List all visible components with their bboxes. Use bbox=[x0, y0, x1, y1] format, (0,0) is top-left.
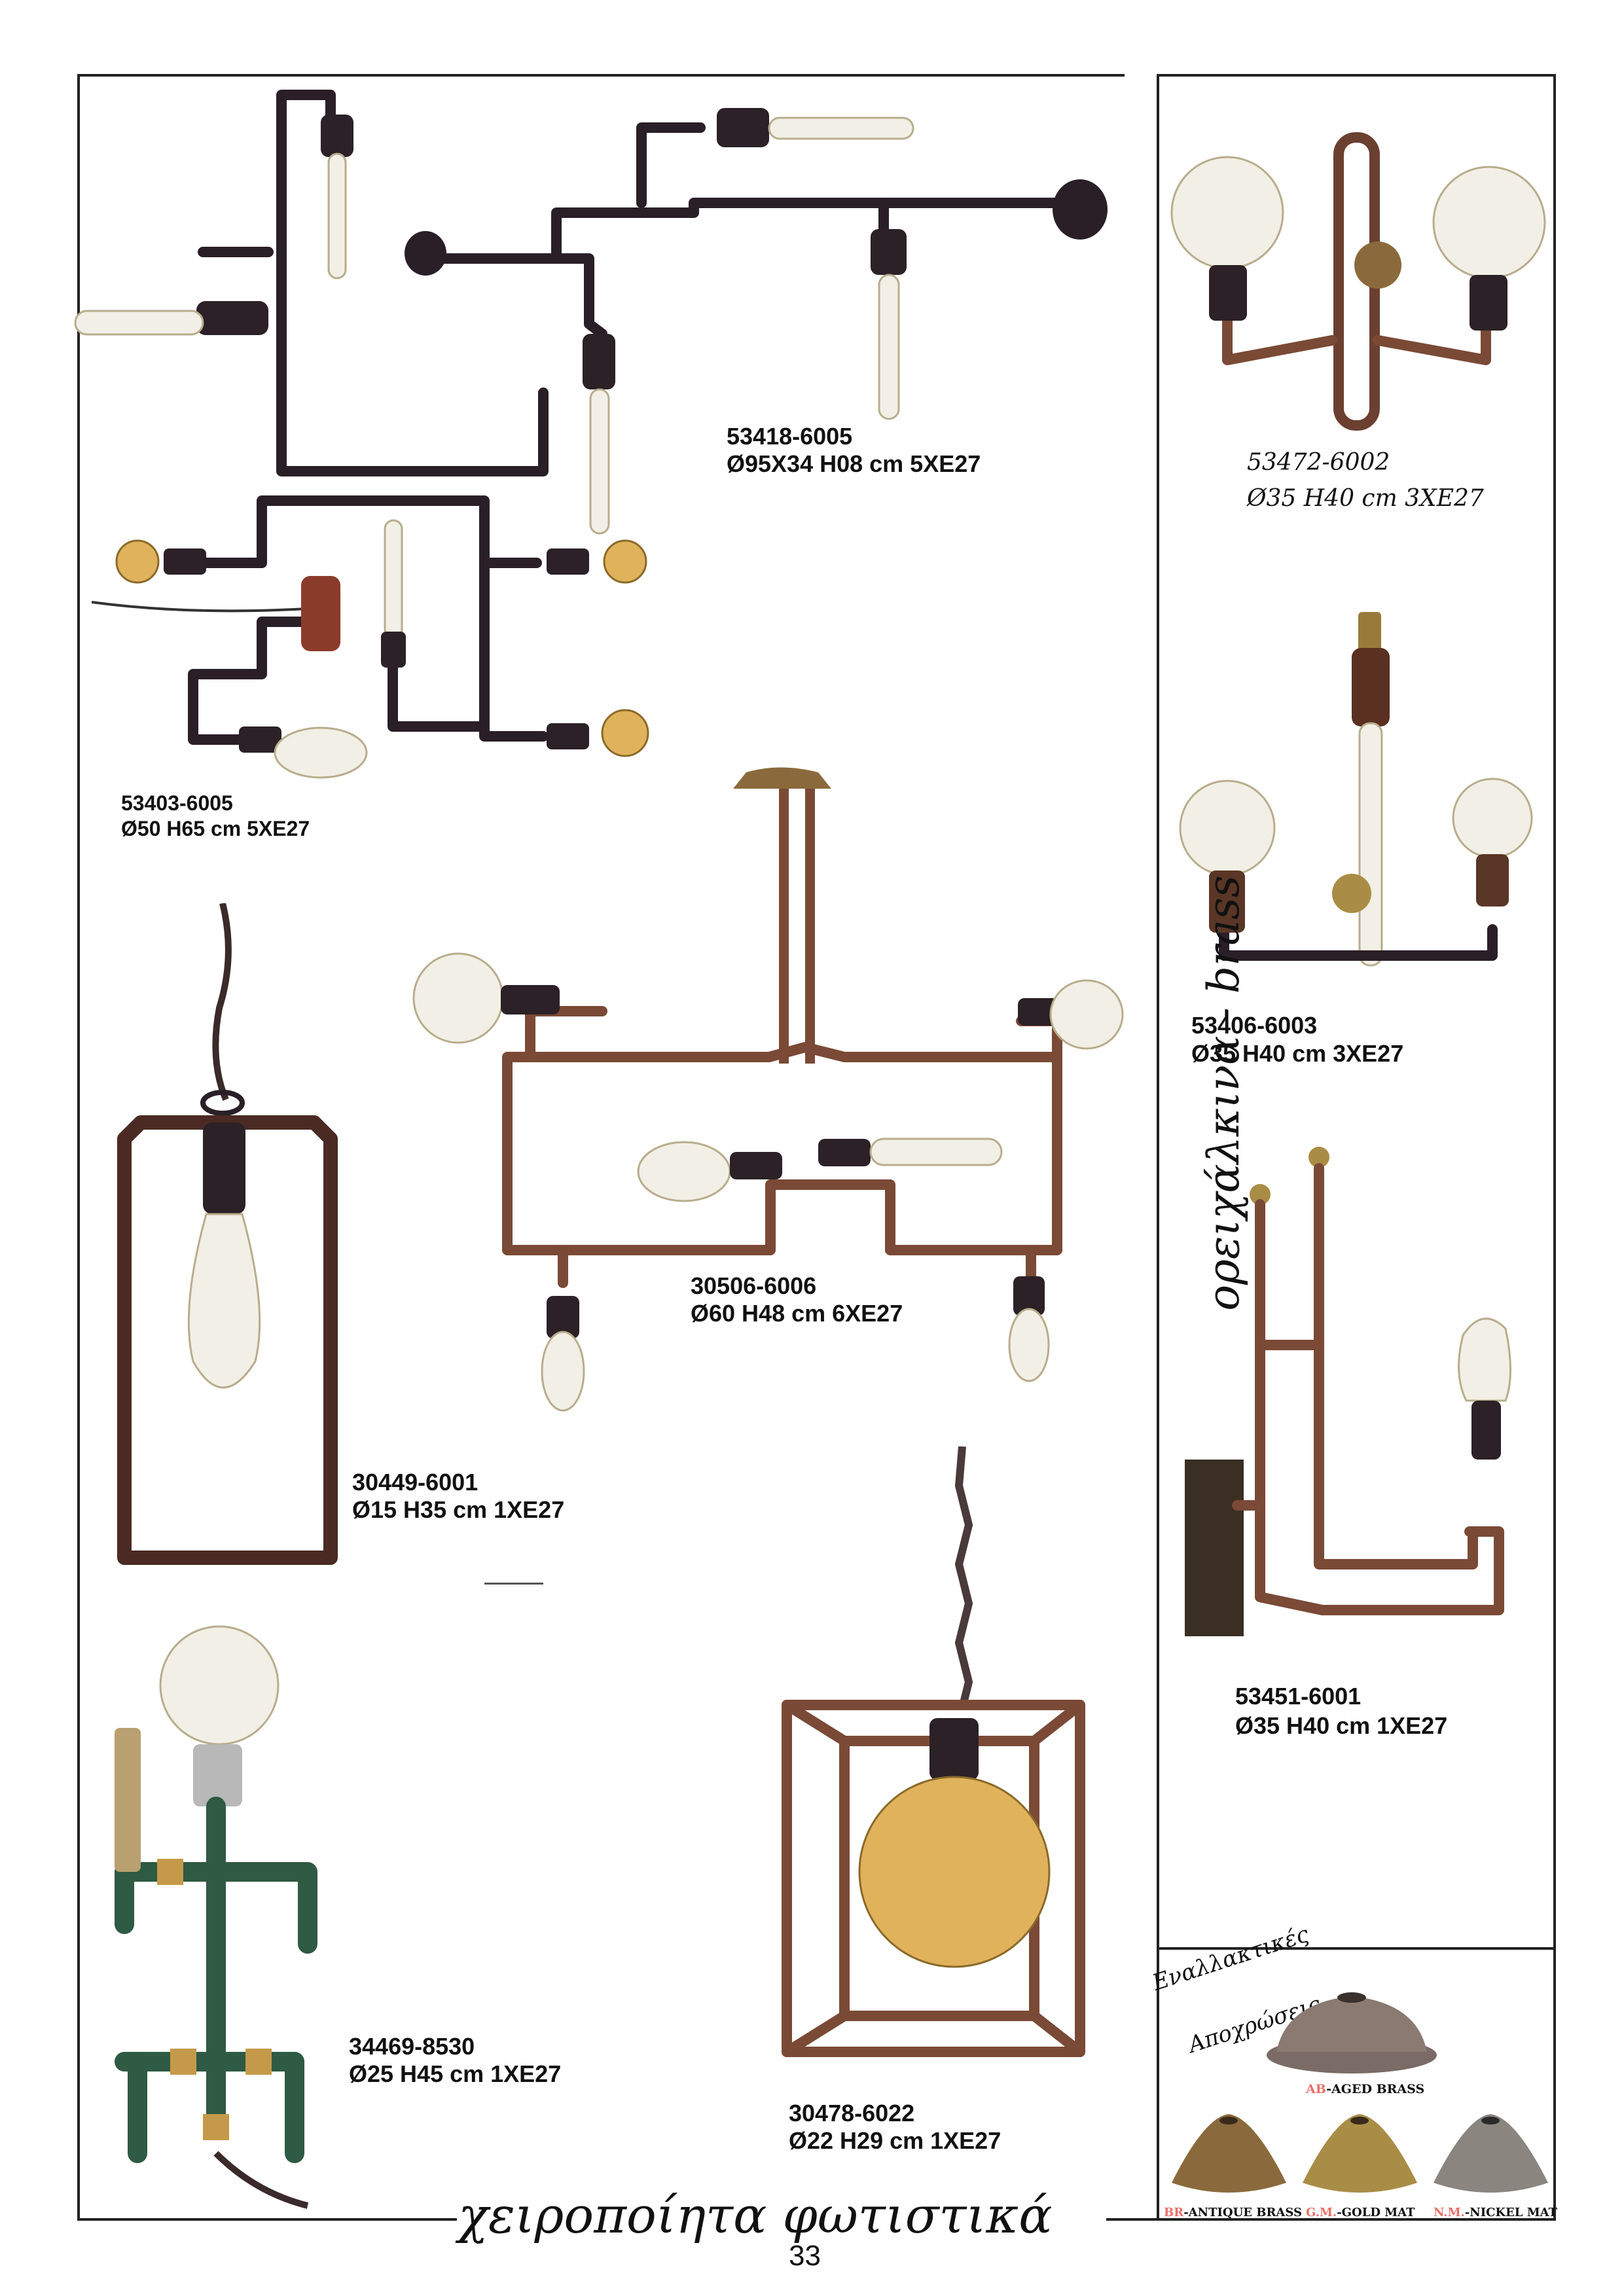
gold-mat-swatch bbox=[1303, 2114, 1417, 2193]
finish-abbr: BR bbox=[1164, 2206, 1184, 2219]
product-code: 53472-6002 bbox=[1247, 449, 1390, 476]
footer-title: χειροποίητα φωτιστικά bbox=[458, 2186, 1053, 2244]
lamp-34469-image bbox=[115, 1625, 317, 2209]
bottom-rule bbox=[77, 2218, 457, 2221]
small-dash bbox=[484, 1583, 543, 1585]
finish-label-gold-mat: G.M.-GOLD MAT bbox=[1306, 2206, 1415, 2220]
nickel-mat-swatch bbox=[1434, 2114, 1548, 2193]
aged-brass-swatch bbox=[1267, 1992, 1437, 2073]
lamp-53406-image bbox=[1179, 612, 1533, 967]
product-code: 30506-6006 bbox=[691, 1272, 817, 1299]
finish-label-aged-brass: AB-AGED BRASS bbox=[1306, 2081, 1424, 2097]
product-code: 53418-6005 bbox=[727, 423, 853, 450]
product-code: 34469-8530 bbox=[349, 2033, 475, 2060]
lamp-30449-image bbox=[117, 903, 338, 1565]
finishes-panel-frame bbox=[1157, 1947, 1556, 2221]
lamp-30478-image bbox=[782, 1446, 1085, 2057]
lamp-53418-image bbox=[74, 90, 1108, 535]
main-panel-frame bbox=[77, 74, 1125, 2221]
finish-abbr: N.M. bbox=[1434, 2206, 1465, 2219]
antique-brass-swatch bbox=[1172, 2114, 1286, 2193]
page-number: 33 bbox=[789, 2240, 821, 2272]
finish-abbr: G.M. bbox=[1306, 2206, 1337, 2219]
product-spec: Ø22 H29 cm 1XE27 bbox=[789, 2127, 1001, 2154]
lamp-53403-image bbox=[92, 495, 649, 779]
product-spec: Ø15 H35 cm 1XE27 bbox=[352, 1496, 565, 1523]
product-spec: Ø60 H48 cm 6XE27 bbox=[691, 1300, 903, 1327]
product-spec: Ø50 H65 cm 5XE27 bbox=[121, 817, 310, 840]
finish-abbr: AB bbox=[1306, 2082, 1327, 2096]
lamp-53472-image bbox=[1170, 132, 1546, 431]
product-spec: Ø25 H45 cm 1XE27 bbox=[349, 2060, 562, 2087]
product-code: 30449-6001 bbox=[352, 1469, 478, 1496]
product-spec: Ø35 H40 cm 3XE27 bbox=[1191, 1040, 1404, 1067]
lamp-53451-image bbox=[1185, 1147, 1511, 1636]
product-code: 53406-6003 bbox=[1191, 1012, 1318, 1039]
finish-label-antique-brass: BR-ANTIQUE BRASS bbox=[1164, 2206, 1302, 2220]
bottom-rule-right bbox=[1106, 2218, 1162, 2221]
product-code: 53451-6001 bbox=[1235, 1683, 1362, 1710]
lamp-30506-image bbox=[412, 767, 1124, 1412]
finish-label-nickel-mat: N.M.-NICKEL MAT bbox=[1434, 2206, 1557, 2220]
finish-name: -ANTIQUE BRASS bbox=[1183, 2206, 1302, 2219]
product-spec: Ø35 H40 cm 1XE27 bbox=[1235, 1712, 1448, 1739]
product-code: 53403-6005 bbox=[121, 791, 233, 815]
finish-name: -GOLD MAT bbox=[1337, 2206, 1415, 2219]
product-spec: Ø35 H40 cm 3XE27 bbox=[1247, 485, 1484, 512]
finish-name: -NICKEL MAT bbox=[1464, 2206, 1558, 2219]
product-code: 30478-6022 bbox=[789, 2100, 915, 2126]
product-spec: Ø95X34 H08 cm 5XE27 bbox=[727, 450, 981, 477]
finish-name: -AGED BRASS bbox=[1326, 2082, 1425, 2096]
